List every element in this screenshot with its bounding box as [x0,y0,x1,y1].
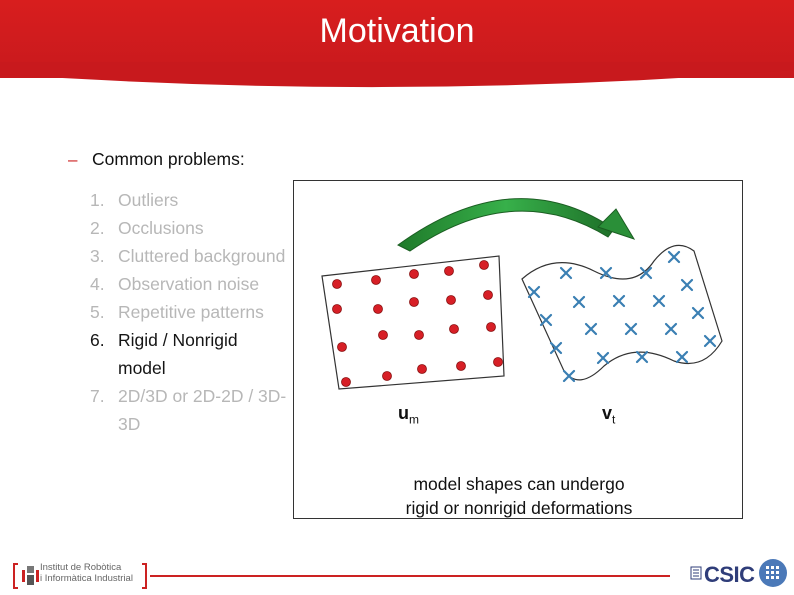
model-label: um [398,403,419,427]
target-crosses [527,250,717,383]
footer-line [150,575,670,577]
target-label: vt [602,403,616,427]
list-item: 5.Repetitive patterns [90,302,264,322]
list-item: 2.Occlusions [90,218,204,238]
csic-logo: CSIC [704,562,755,587]
slide-title: Motivation [319,12,475,50]
institute-name: Institut de Robòtica i Informàtica Indus… [40,562,133,584]
problems-list: 1.Outliers 2.Occlusions 3.Cluttered back… [90,186,290,438]
transform-arrow [397,198,636,252]
iri-logo [13,563,147,589]
bullet-marker: – [68,150,78,169]
csic-emblem-icon [690,566,702,580]
list-item: 1.Outliers [90,190,179,210]
list-item-active: 6.Rigid / Nonrigid model [90,330,238,378]
deformation-figure: um vt model shapes can undergo rigid or … [293,180,743,519]
figure-caption: model shapes can undergo rigid or nonrig… [405,474,633,518]
university-logo-icon [759,559,787,587]
list-item: 3.Cluttered background [90,246,286,266]
target-shape [521,244,723,381]
model-points [332,260,503,387]
list-item: 7.2D/3D or 2D-2D / 3D-3D [90,386,287,434]
bullet-text: Common problems: [92,149,245,169]
figure-svg [321,198,723,390]
header-curve [0,62,794,88]
model-shape [321,255,505,390]
list-item: 4.Observation noise [90,274,260,294]
